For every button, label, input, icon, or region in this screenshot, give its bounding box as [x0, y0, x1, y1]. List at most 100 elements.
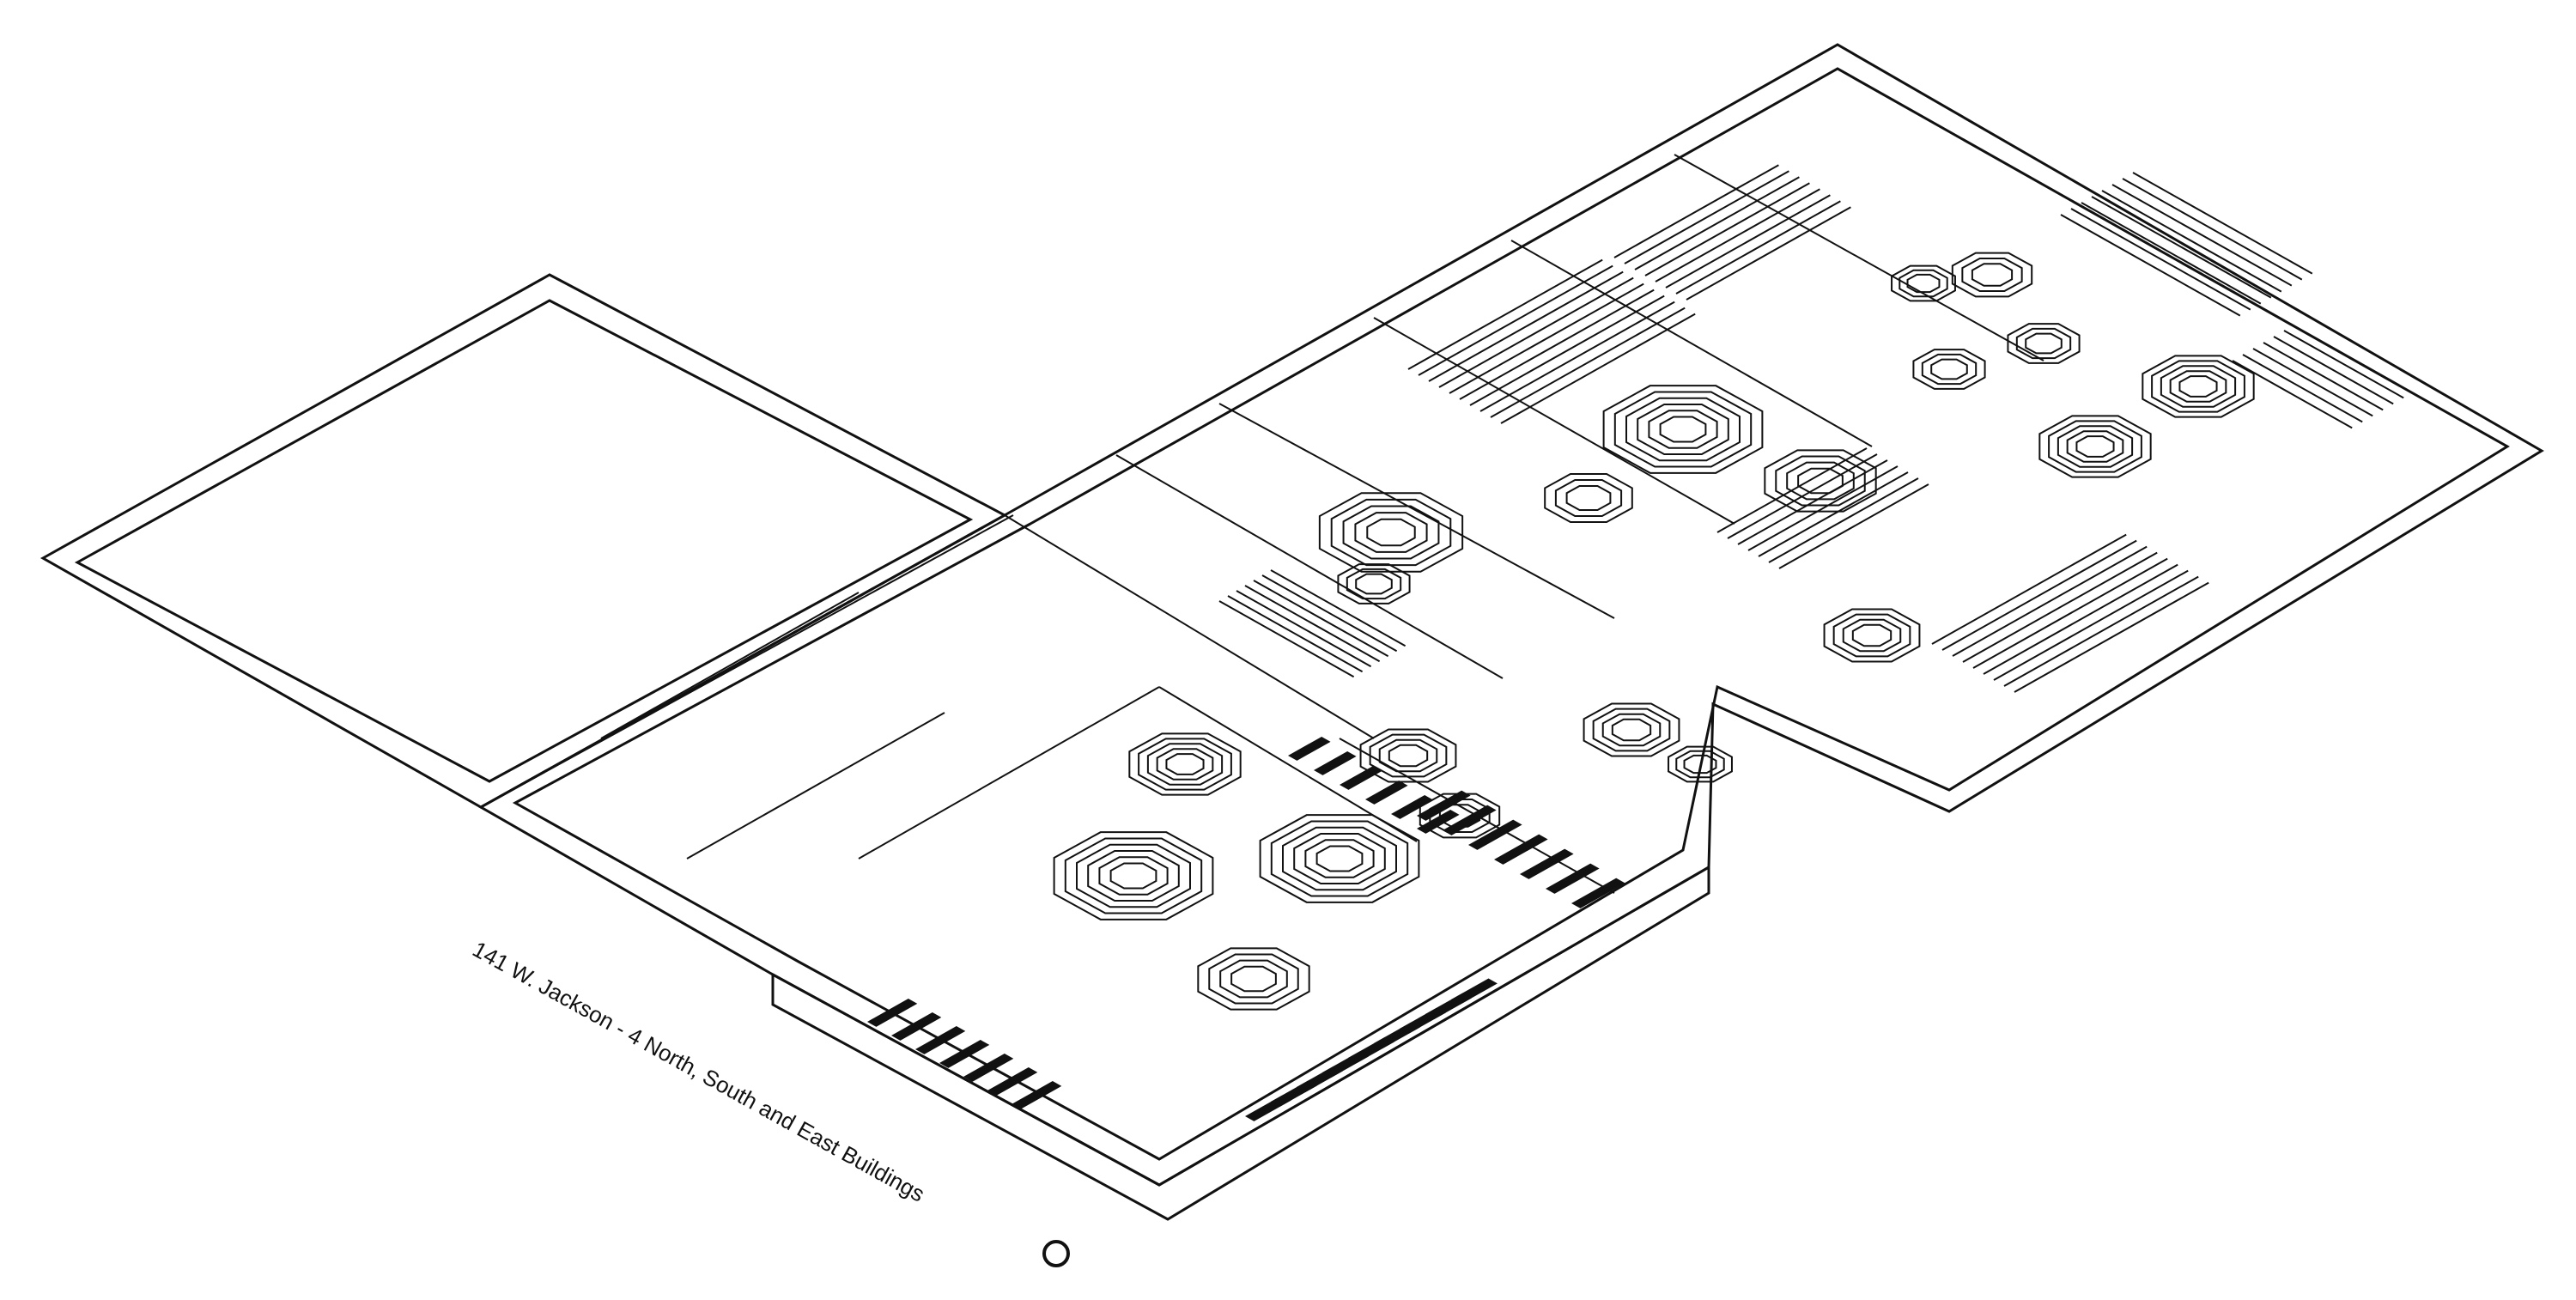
trading-pit-ring [1337, 563, 1411, 604]
trading-pit-ring [1318, 492, 1464, 573]
seating-rows [1218, 164, 2404, 693]
trading-pit-ring [1359, 728, 1457, 783]
seating-row [2132, 172, 2313, 275]
desk-block [1314, 750, 1357, 775]
seating-row [2070, 208, 2251, 311]
interior-wall-line [858, 686, 1160, 860]
trading-pit-ring [1797, 467, 1844, 495]
trading-pit-ring [1366, 518, 1416, 547]
trading-pit-ring [1683, 754, 1717, 775]
desk-block [1451, 978, 1498, 1005]
trading-pit-ring [2038, 415, 2152, 478]
seating-row [1686, 206, 1851, 301]
trading-pit-ring [1369, 733, 1448, 778]
desk-block [1546, 863, 1600, 894]
trading-pit-ring [1282, 826, 1397, 891]
trading-pit-ring [1346, 568, 1402, 600]
seating-row [1479, 301, 1675, 412]
seating-row [1418, 264, 1613, 376]
trading-pit-ring [1611, 718, 1652, 742]
trading-pit-ring [1165, 753, 1205, 775]
seating-row [2014, 581, 2209, 693]
trading-pit-ring [1912, 349, 1986, 390]
trading-pit-ring [2151, 360, 2245, 413]
trading-pit-ring [1775, 455, 1866, 507]
trading-pit-ring [1930, 358, 1968, 380]
trading-pit-ring [1899, 269, 1948, 298]
trading-pit-ring [2169, 370, 2227, 403]
interior-walls [480, 154, 2044, 894]
desk-block [1012, 1081, 1062, 1109]
trading-pit-ring [1544, 473, 1633, 523]
solid-blocks [867, 736, 1625, 1121]
seating-row [1768, 477, 1919, 563]
trading-pit-ring [1304, 839, 1375, 878]
seating-row [1261, 574, 1398, 653]
trading-pit-ring [1064, 837, 1203, 914]
trading-pit-ring [1842, 618, 1902, 653]
trading-pit-ring [2007, 323, 2081, 364]
trading-pit-ring [1197, 947, 1310, 1011]
seating-row [1737, 459, 1888, 545]
trading-pit-ring [1675, 750, 1725, 779]
trading-pit-ring [2066, 430, 2124, 463]
seating-row [2111, 184, 2293, 287]
desk-block [1340, 765, 1382, 790]
seating-row [2242, 354, 2363, 423]
trading-pit-ring [1156, 748, 1214, 781]
seating-row [2283, 330, 2404, 399]
seating-row [1665, 194, 1831, 289]
trading-pit-ring [2015, 327, 2072, 360]
seating-row [2122, 178, 2303, 281]
interior-wall-line [1373, 317, 1735, 525]
trading-pit-ring [1138, 738, 1232, 791]
trading-pit-ring [1315, 845, 1364, 872]
desk-block [939, 1040, 990, 1068]
trading-pit-ring [1971, 263, 2014, 287]
interior-wall-line [1218, 403, 1615, 619]
trading-pit-ring [1554, 479, 1623, 517]
seating-row [1253, 580, 1389, 658]
interior-wall-line [1004, 514, 1375, 739]
seating-row [1449, 282, 1644, 394]
main-building-inner-outline [512, 67, 2510, 1161]
interior-wall-line [480, 514, 1014, 808]
seating-row [2252, 348, 2373, 417]
seating-row [1747, 465, 1899, 551]
trading-pit-ring [1921, 353, 1978, 386]
trading-pit-ring [1601, 713, 1662, 747]
trading-pit-ring [1378, 738, 1438, 773]
desk-block [1391, 794, 1434, 819]
south-facade [771, 865, 1710, 1221]
seating-row [1438, 276, 1634, 388]
seating-row [2060, 214, 2241, 317]
trading-pit-ring [1625, 397, 1741, 462]
trading-pit-ring [1355, 573, 1393, 595]
interior-wall-line [686, 712, 945, 860]
circle-marker-icon [1042, 1240, 1070, 1267]
trading-pit-ring [1583, 702, 1680, 757]
trading-pit-ring [1146, 743, 1224, 786]
trading-pit-ring [1961, 257, 2023, 293]
desk-block [915, 1026, 966, 1054]
west-building-outline [39, 273, 1008, 809]
desk-block [1417, 790, 1471, 821]
trading-pit-ring [1668, 745, 1733, 783]
trading-pit-ring [2057, 425, 2134, 468]
trading-pit-ring [1832, 613, 1911, 658]
interior-wall-line [1115, 454, 1504, 679]
seating-row [2273, 336, 2394, 405]
seating-row [1500, 313, 1696, 424]
desk-block [1494, 834, 1548, 865]
trading-pit-ring [1087, 849, 1180, 902]
seating-row [1227, 595, 1364, 673]
seating-row [2081, 202, 2262, 305]
seating-row [1941, 539, 2137, 651]
trading-pit-ring [1659, 416, 1707, 443]
seating-row [1428, 270, 1624, 382]
trading-pit-ring [1906, 273, 1941, 294]
seating-row [2101, 190, 2282, 293]
seating-row [1972, 557, 2168, 669]
seating-row [1407, 258, 1603, 370]
seating-row [1758, 471, 1909, 557]
